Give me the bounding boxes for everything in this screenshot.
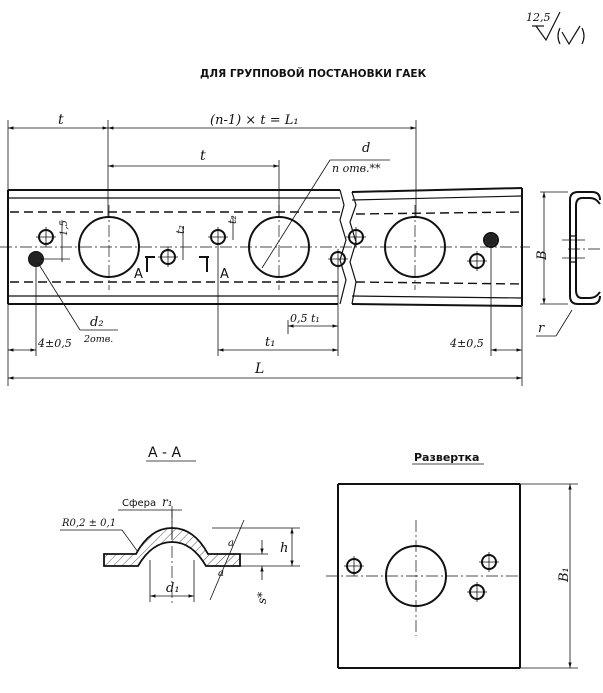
development-title: Развертка	[414, 451, 479, 464]
svg-text:а: а	[218, 568, 224, 579]
dim-1-5: 1,5	[59, 220, 70, 236]
channel-profile	[562, 191, 601, 305]
dim-two-holes: 2отв.	[83, 334, 113, 345]
dim-L: L	[254, 361, 264, 377]
roughness-value: 12,5	[526, 11, 551, 24]
section-view: A - A Сфера r₁ R0,2 ± 0,1 h s* а а d₁	[60, 445, 300, 606]
section-cut-marks: A A	[134, 256, 229, 282]
dim-t-mid: t	[200, 148, 206, 164]
dim-B: B	[535, 250, 550, 261]
dim-d1: d₁	[166, 581, 180, 596]
dim-t-top: t	[58, 112, 64, 128]
dim-h: h	[280, 541, 288, 556]
dim-half-t1: 0,5 t₁	[290, 312, 320, 325]
dim-n-holes: n отв.**	[332, 162, 381, 175]
small-holes	[28, 227, 499, 271]
roughness-symbol: 12,5	[526, 11, 585, 46]
dim-t2-b: t₂	[226, 215, 239, 224]
dim-B1: B₁	[557, 567, 572, 583]
section-mark-1: A	[134, 267, 143, 282]
development-big-hole	[385, 545, 447, 607]
section-title: A - A	[148, 445, 182, 461]
dim-d2: d₂	[90, 315, 104, 330]
roughness-check-icon	[535, 11, 561, 42]
dim-tol-right: 4±0,5	[449, 337, 484, 350]
dim-r1: r₁	[162, 495, 173, 509]
dim-t1: t₁	[265, 335, 275, 350]
svg-text:а: а	[228, 538, 234, 549]
dim-r: r	[538, 321, 545, 336]
development-view: Развертка B₁	[326, 451, 578, 669]
section-mark-2: A	[220, 267, 229, 282]
dim-tol-left: 4±0,5	[37, 337, 72, 350]
dim-n-minus-1-t: (n-1) × t = L₁	[210, 113, 299, 128]
dim-s: s*	[255, 592, 269, 604]
dim-d: d	[362, 141, 370, 156]
plan-dimensions: t (n-1) × t = L₁ t d n отв.** 1,5 t₂ t₂ …	[7, 112, 573, 386]
drawing-heading: ДЛЯ ГРУППОВОЙ ПОСТАНОВКИ ГАЕК	[200, 67, 427, 80]
sphere-label: Сфера	[122, 498, 156, 509]
dim-radius: R0,2 ± 0,1	[61, 518, 116, 529]
roughness-check-small-icon	[561, 25, 581, 46]
dim-t2-a: t₂	[174, 225, 187, 234]
strip-plan-view: A A	[0, 187, 530, 307]
